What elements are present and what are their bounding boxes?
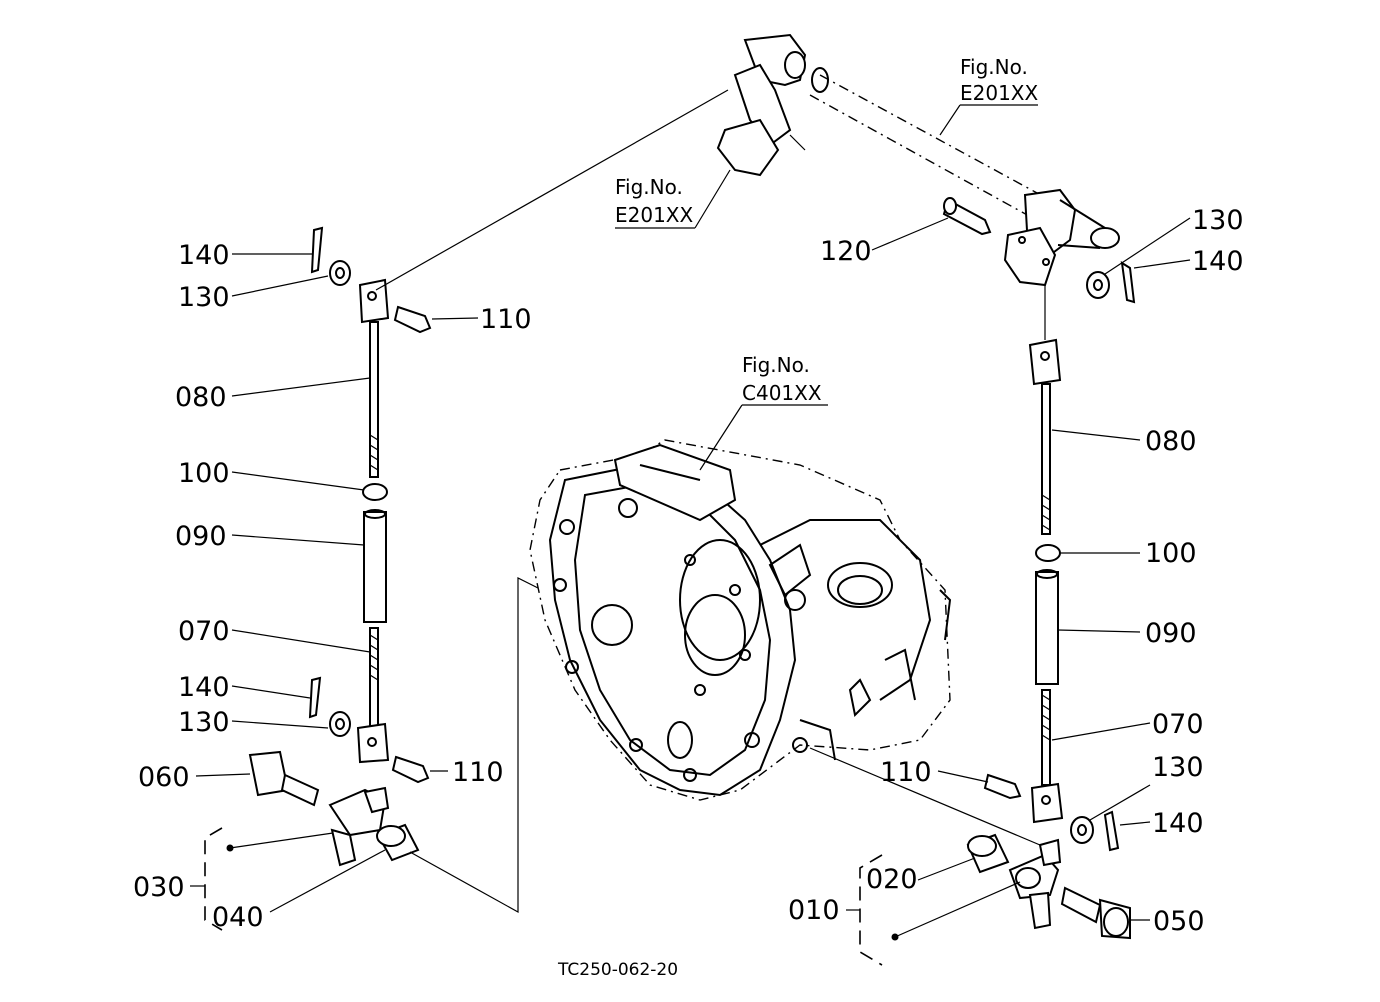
label-070-left: 070: [178, 616, 230, 647]
label-090-right: 090: [1145, 618, 1197, 649]
right-rod-assembly: [942, 197, 1136, 940]
fig-ref-left-line2: E201XX: [615, 203, 694, 227]
label-100-left: 100: [178, 458, 230, 489]
transmission-housing: [529, 439, 952, 801]
label-110-left-bottom: 110: [452, 757, 504, 788]
fig-references: Fig.No. E201XX Fig.No. E201XX Fig.No. C4…: [615, 55, 1039, 405]
label-100-right: 100: [1145, 538, 1197, 569]
rod-080-right: [1041, 383, 1051, 535]
label-120: 120: [820, 236, 872, 267]
label-130-left-top: 130: [178, 282, 230, 313]
rod-080-left: [369, 321, 379, 478]
bracket-030: [204, 827, 223, 931]
nut-100-right: [1035, 544, 1061, 562]
washer-130-right-top: [1086, 271, 1110, 299]
label-090-left: 090: [175, 521, 227, 552]
label-130-left-bottom: 130: [178, 707, 230, 738]
label-010: 010: [788, 895, 840, 926]
nut-100-left: [362, 483, 388, 501]
label-060: 060: [138, 762, 190, 793]
label-070-right: 070: [1152, 709, 1204, 740]
fig-ref-housing-line2: C401XX: [742, 381, 822, 405]
pedal-shaft-assembly: [716, 33, 1120, 287]
clevis-top-right: [1028, 338, 1062, 386]
clevis-pin-110-left-top: [393, 305, 432, 334]
label-140-right-top: 140: [1192, 246, 1244, 277]
split-pin-140-left-top: [310, 226, 324, 274]
clevis-top-left: [358, 278, 390, 324]
label-020: 020: [866, 864, 918, 895]
group-brackets: [190, 827, 883, 966]
fig-ref-top-line2: E201XX: [960, 81, 1039, 105]
label-130-right-top: 130: [1192, 205, 1244, 236]
part-labels: 140 130 110 080 100 090 070 140 130 110 …: [133, 205, 1244, 980]
bolt-050: [1060, 886, 1102, 924]
washer-130-left-top: [329, 260, 351, 286]
left-rod-assembly: [248, 226, 432, 867]
diagram-code: TC250-062-20: [557, 960, 678, 980]
label-050: 050: [1153, 906, 1205, 937]
label-110-right: 110: [880, 757, 932, 788]
sleeve-090-left: [363, 511, 387, 623]
leader-lines: [195, 89, 1191, 941]
label-140-right-bottom: 140: [1152, 808, 1204, 839]
label-130-right-bottom: 130: [1152, 752, 1204, 783]
label-040: 040: [212, 902, 264, 933]
label-080-right: 080: [1145, 426, 1197, 457]
label-030: 030: [133, 872, 185, 903]
label-140-left-bottom: 140: [178, 672, 230, 703]
fig-ref-housing-line1: Fig.No.: [742, 353, 810, 377]
label-140-left-top: 140: [178, 240, 230, 271]
label-110-left-top: 110: [480, 304, 532, 335]
label-080-left: 080: [175, 382, 227, 413]
fig-ref-top-line1: Fig.No.: [960, 55, 1028, 79]
fig-ref-left-line1: Fig.No.: [615, 175, 683, 199]
sleeve-090-right: [1035, 571, 1059, 685]
